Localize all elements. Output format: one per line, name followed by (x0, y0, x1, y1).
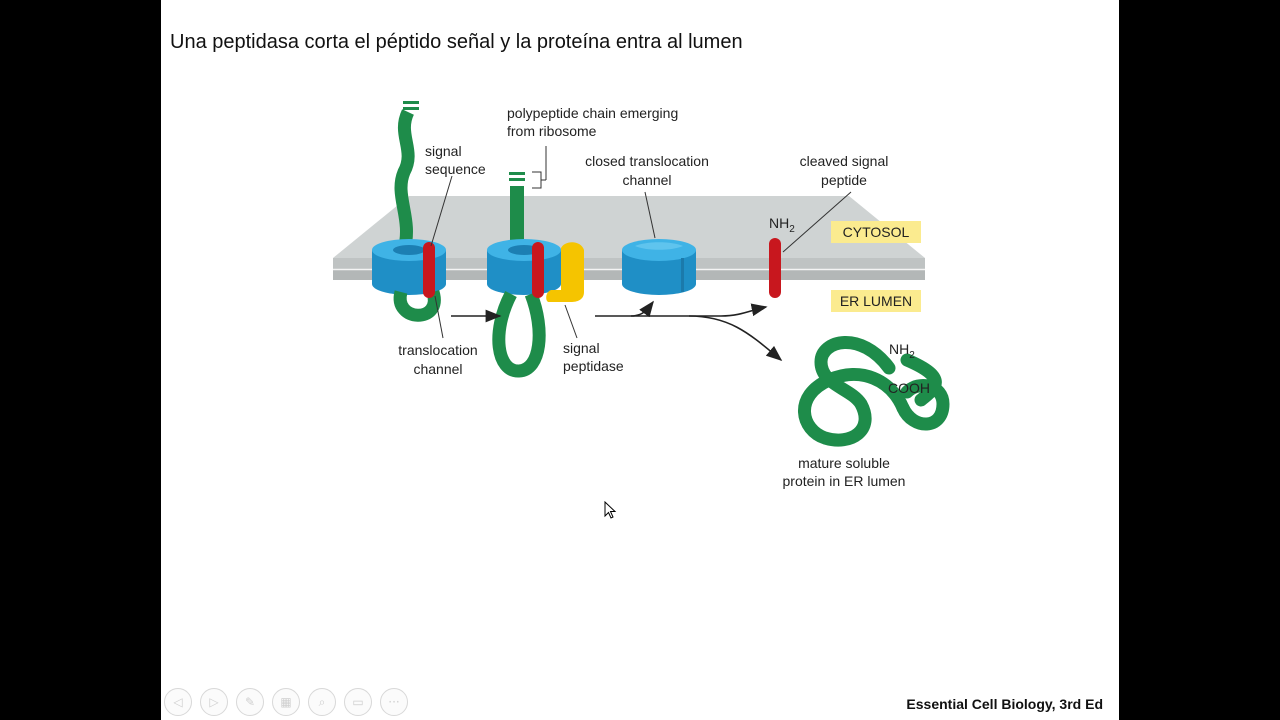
er-lumen-tag (831, 290, 921, 312)
leader-lines (430, 146, 852, 339)
cleaved-signal-label-line1: cleaved signal (800, 153, 889, 169)
source-credit: Essential Cell Biology, 3rd Ed (906, 696, 1103, 712)
closed-channel-label-line2: channel (622, 172, 671, 188)
slideshow-controls: ◁ ▷ ✎ ▦ ⌕ ▭ ··· (164, 686, 408, 718)
polypeptide-label-line2: from ribosome (507, 123, 597, 139)
previous-slide-icon[interactable]: ◁ (164, 688, 192, 716)
translocation-channel-stage1 (372, 101, 446, 322)
mature-soluble-protein (798, 336, 950, 447)
signal-peptidase-label-line1: signal (563, 340, 600, 356)
cytosol-label: CYTOSOL (843, 224, 910, 240)
cleaved-signal-peptide (769, 238, 781, 298)
diagram-labels: polypeptide chain emerging from ribosome… (398, 105, 930, 489)
mouse-pointer-icon (604, 501, 617, 519)
process-arrows (451, 300, 783, 362)
signal-sequence-label-line2: sequence (425, 161, 486, 177)
subtitles-icon[interactable]: ▭ (344, 688, 372, 716)
pen-icon[interactable]: ✎ (236, 688, 264, 716)
polypeptide-label-line1: polypeptide chain emerging (507, 105, 678, 121)
cooh-label: COOH (888, 380, 930, 396)
closed-channel-label-line1: closed translocation (585, 153, 709, 169)
signal-sequence-label-line1: signal (425, 143, 462, 159)
er-translocation-diagram: CYTOSOL ER LUMEN (333, 101, 950, 489)
translocation-label-line1: translocation (398, 342, 477, 358)
mature-protein-label-line2: protein in ER lumen (783, 473, 906, 489)
next-slide-icon[interactable]: ▷ (200, 688, 228, 716)
slide: Una peptidasa corta el péptido señal y l… (161, 0, 1119, 720)
zoom-icon[interactable]: ⌕ (308, 688, 336, 716)
slide-title: Una peptidasa corta el péptido señal y l… (170, 31, 743, 53)
cytosol-tag (831, 221, 921, 243)
nh2-top-label: NH2 (769, 215, 795, 235)
mature-protein-label-line1: mature soluble (798, 455, 890, 471)
nh2-protein-label: NH2 (889, 341, 915, 361)
cleaved-signal-label-line2: peptide (821, 172, 867, 188)
translocation-channel-stage2 (487, 172, 584, 378)
more-options-icon[interactable]: ··· (380, 688, 408, 716)
slides-overview-icon[interactable]: ▦ (272, 688, 300, 716)
signal-peptidase-label-line2: peptidase (563, 358, 624, 374)
er-lumen-label: ER LUMEN (840, 293, 912, 309)
translocation-label-line2: channel (413, 361, 462, 377)
closed-translocation-channel (622, 239, 696, 295)
